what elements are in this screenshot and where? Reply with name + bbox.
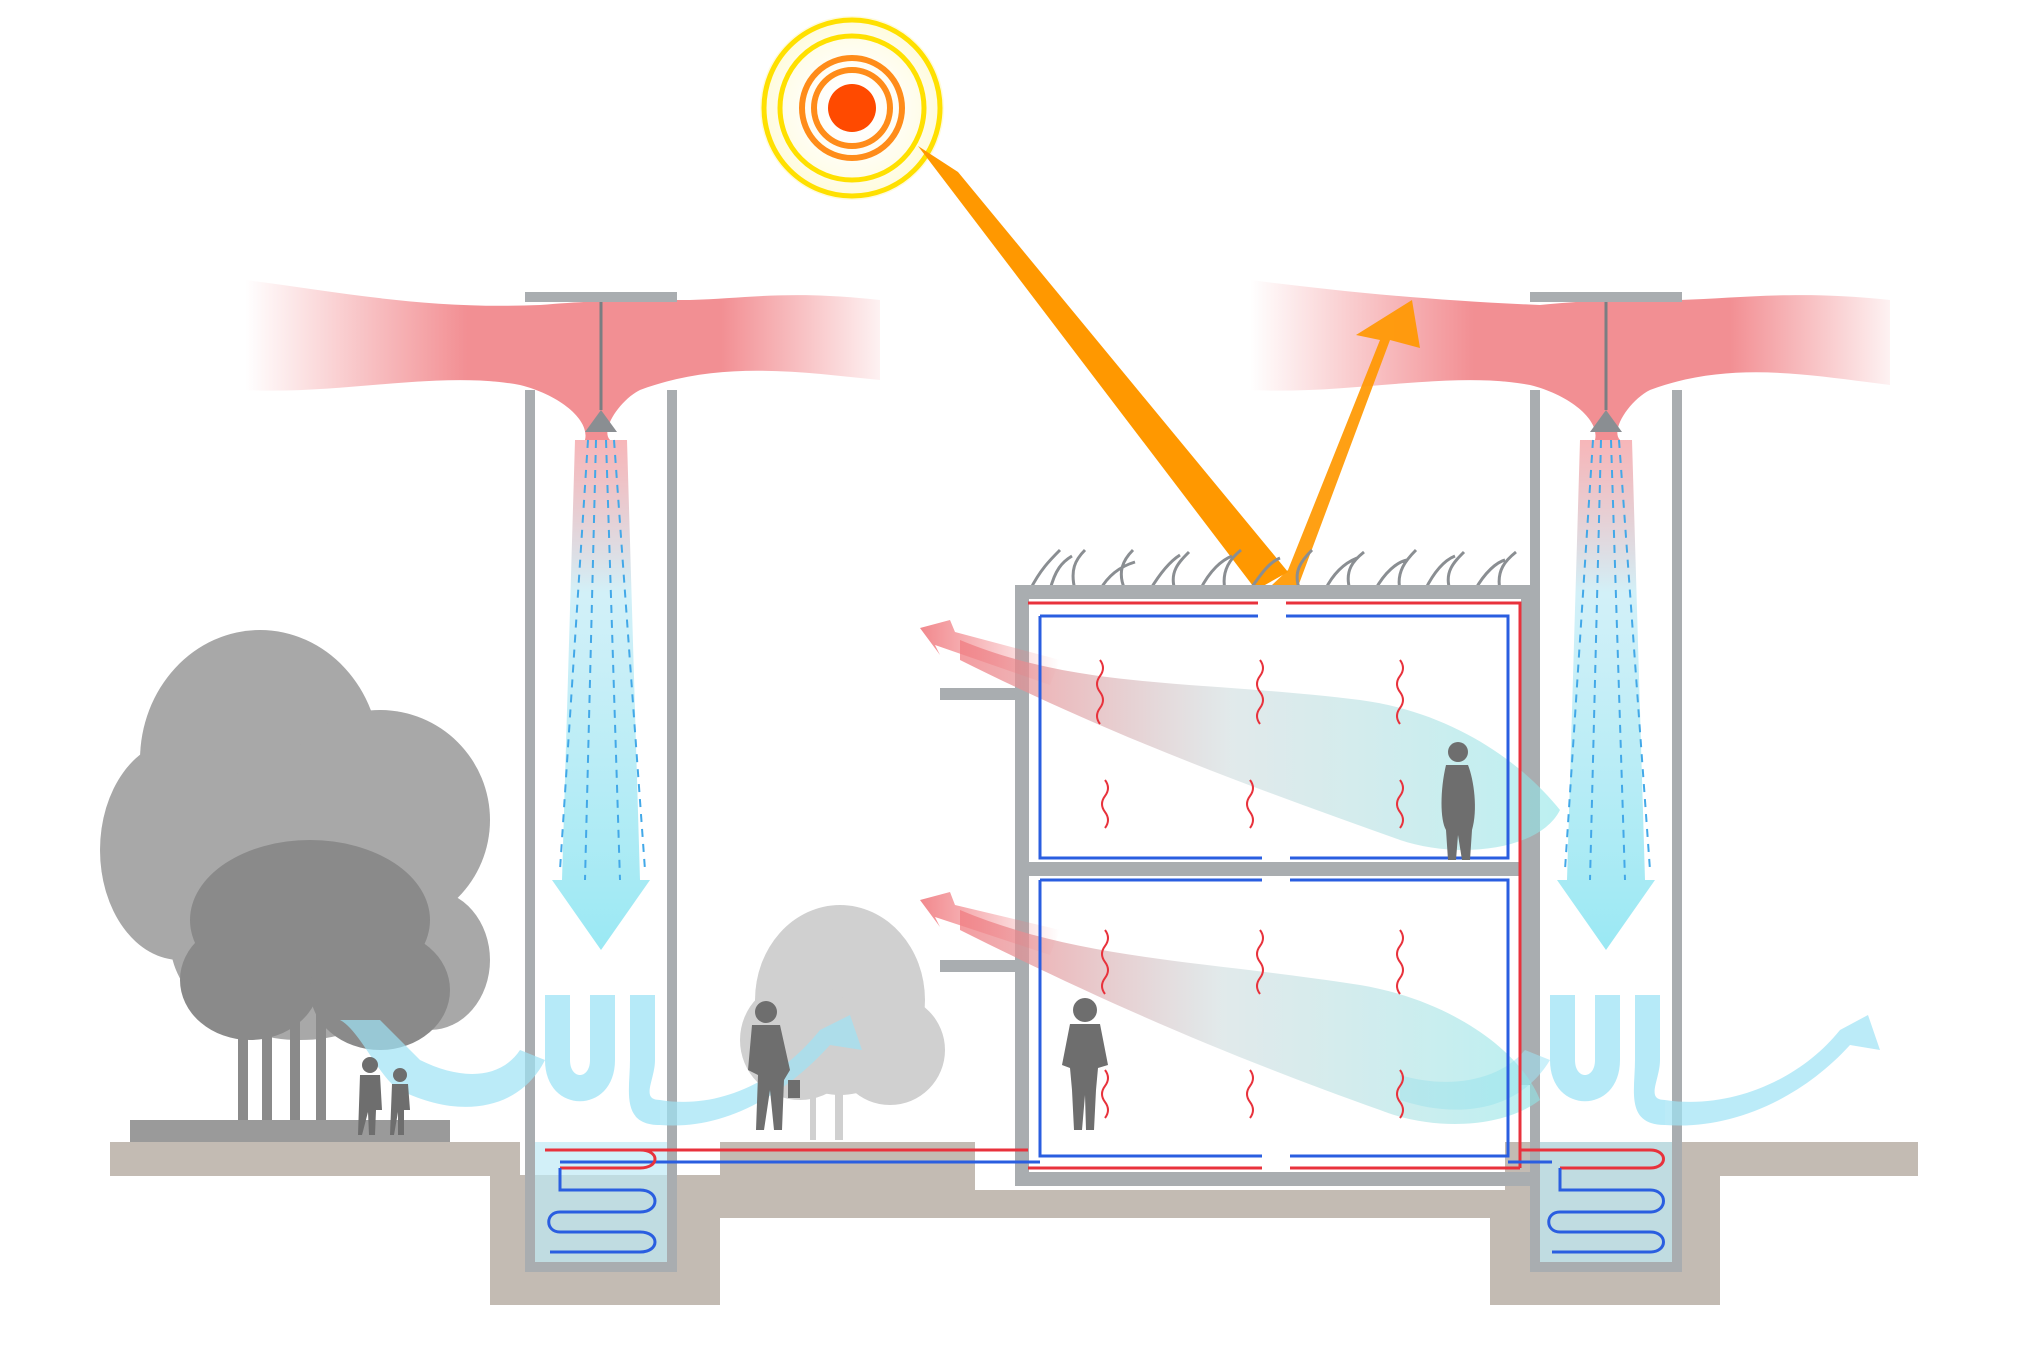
person-icon (1441, 742, 1475, 860)
building-section (940, 585, 1535, 1186)
water-sprinkler-right (1590, 302, 1622, 432)
hot-air-stream-right (1250, 280, 1890, 440)
warm-exhaust-arrows (920, 620, 1060, 955)
tree-front-icon (180, 840, 450, 1135)
sun-icon (760, 16, 944, 200)
trees (100, 630, 945, 1142)
room-air-flow (960, 640, 1560, 1124)
person-icon (390, 1068, 410, 1135)
reflected-ray (1272, 300, 1420, 592)
radiant-piping (545, 601, 1665, 1254)
radiant-heat-markers (1096, 659, 1404, 1119)
tree-back-icon (740, 905, 945, 1140)
person-icon (1062, 998, 1108, 1130)
cool-air-downdraft (340, 439, 1880, 1126)
green-roof (1028, 548, 1517, 591)
people-silhouettes (358, 742, 1475, 1135)
solar-ray (918, 146, 1288, 590)
hot-air-stream-left (245, 280, 880, 440)
person-icon (748, 1001, 800, 1130)
water-sprinkler-left (585, 302, 617, 432)
person-icon (358, 1057, 382, 1135)
